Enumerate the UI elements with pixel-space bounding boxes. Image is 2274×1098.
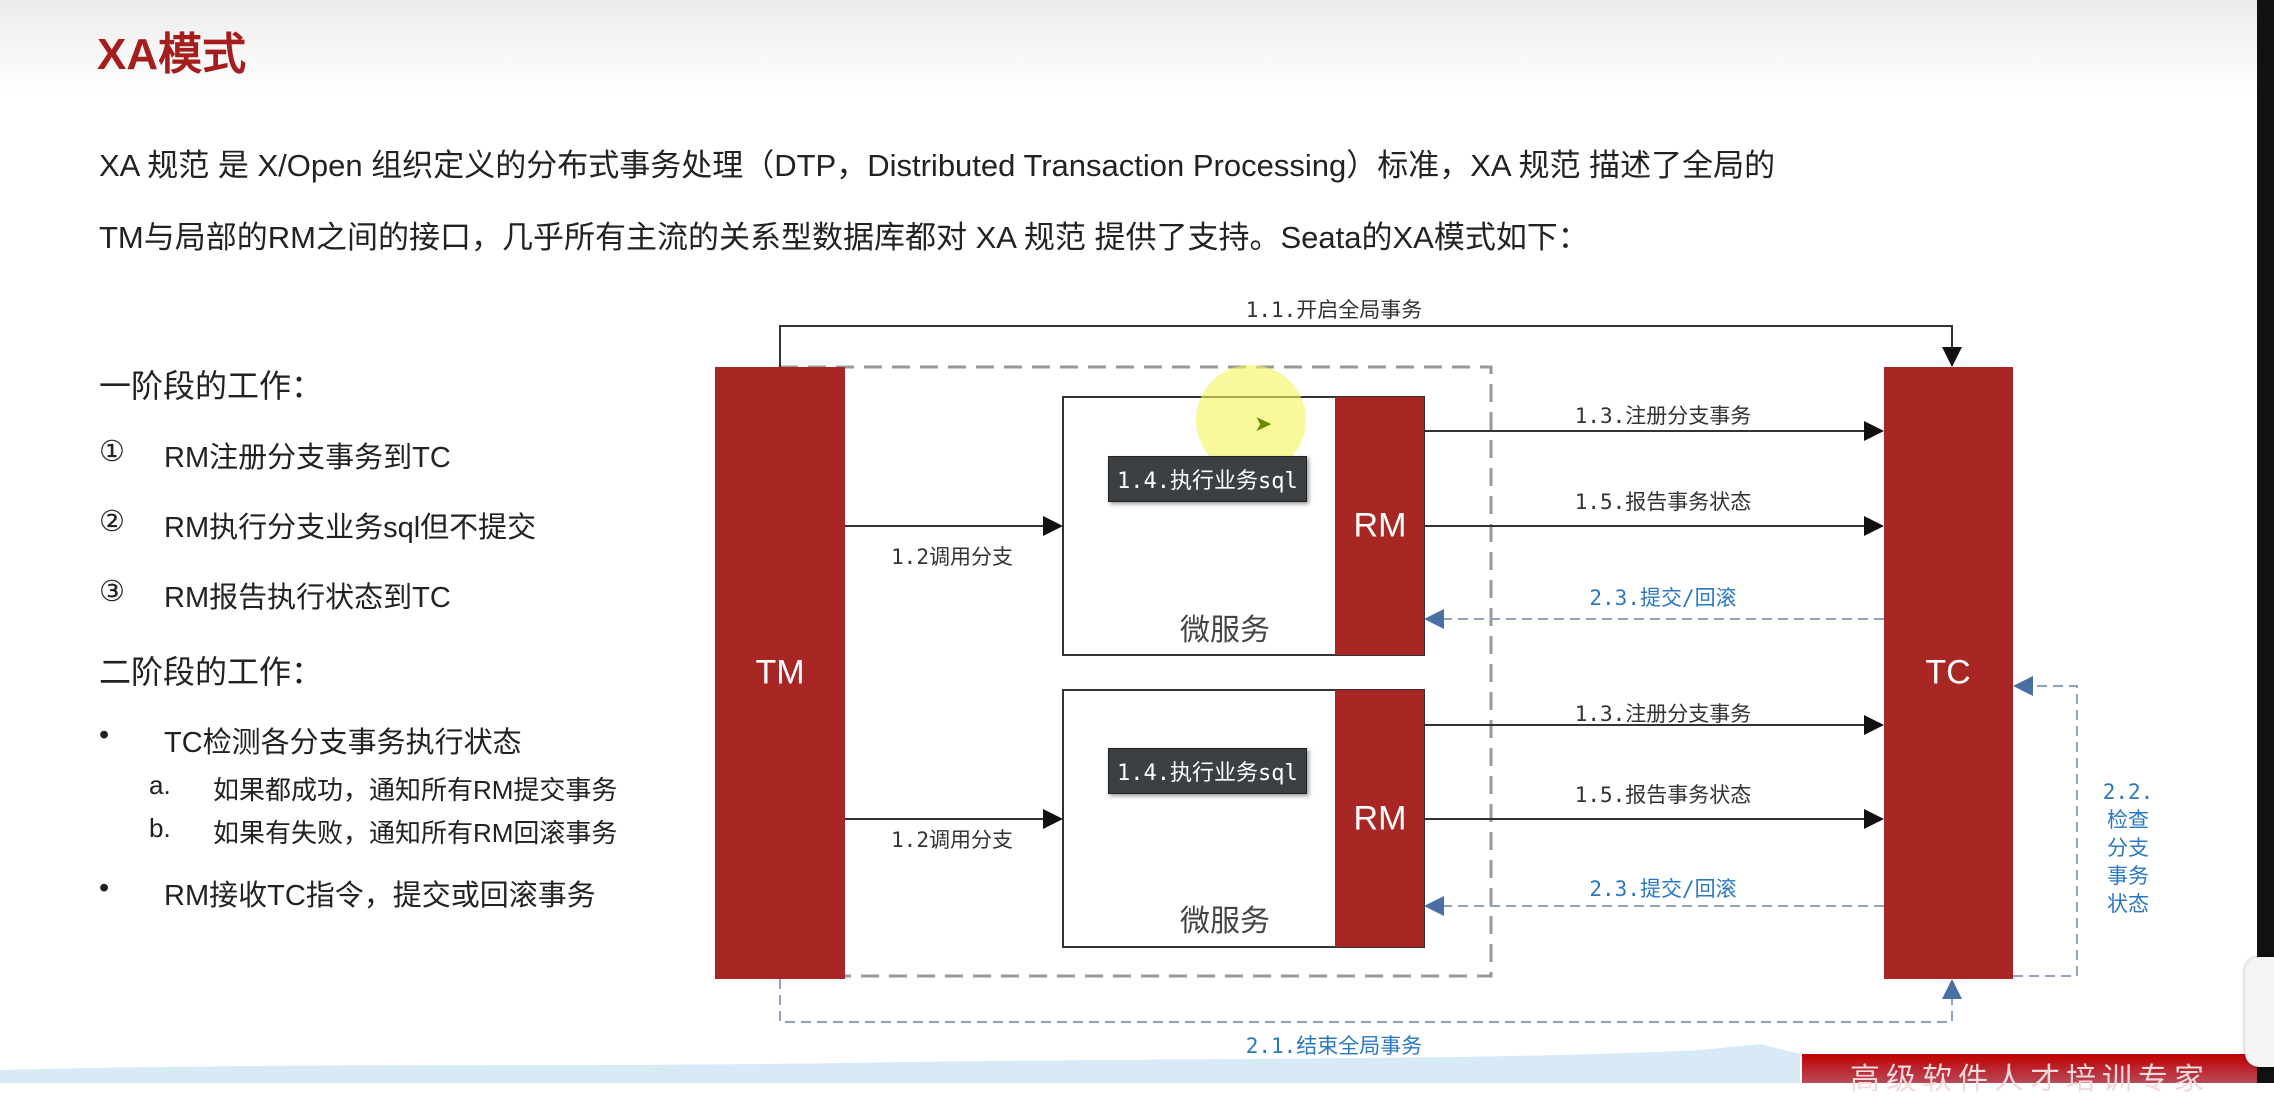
check-status-line: 状态	[2107, 892, 2149, 916]
check-status-label: 2.2. 检查 分支 事务 状态	[2098, 778, 2158, 918]
register-label-1: 1.3.注册分支事务	[1574, 404, 1752, 428]
check-status-line: 事务	[2107, 864, 2149, 888]
rm-label-1: RM	[1353, 506, 1407, 545]
tm-box	[715, 367, 845, 979]
footer-banner	[1802, 1054, 2257, 1083]
intro-line-1: XA 规范 是 X/Open 组织定义的分布式事务处理（DTP，Distribu…	[99, 148, 1776, 183]
check-status-line: 2.2.	[2102, 780, 2154, 804]
side-overlay-button[interactable]	[2245, 957, 2274, 1067]
report-label-1: 1.5.报告事务状态	[1574, 490, 1752, 514]
check-status-line: 分支	[2107, 836, 2149, 860]
tc-box	[1884, 367, 2013, 979]
footer-banner-text: 高级软件人才培训专家	[1850, 1062, 2210, 1097]
commit-label-2: 2.3.提交/回滚	[1589, 877, 1737, 901]
phase1-item-marker: ③	[99, 576, 125, 608]
check-status-line: 检查	[2107, 808, 2149, 832]
end-global-label: 2.1.结束全局事务	[1245, 1034, 1423, 1058]
sub-marker: b.	[149, 813, 171, 843]
call-branch-label-2: 1.2调用分支	[891, 828, 1013, 852]
rm-box-2	[1335, 690, 1424, 947]
mouse-pointer-icon: ➤	[1254, 412, 1273, 437]
commit-label-1: 2.3.提交/回滚	[1589, 586, 1737, 610]
call-branch-label-1: 1.2调用分支	[891, 545, 1013, 569]
phase2-sub-item: 如果有失败，通知所有RM回滚事务	[213, 818, 618, 848]
window-edge	[2257, 0, 2274, 1083]
phase2-bullet: RM接收TC指令，提交或回滚事务	[164, 880, 596, 912]
end-global-arrow	[779, 979, 1962, 1023]
exec-sql-tag-1: 1.4.执行业务sql	[1108, 456, 1307, 502]
slide-header-background	[0, 0, 2257, 95]
footer-wave	[0, 1044, 1800, 1083]
begin-global-arrow	[779, 325, 1962, 367]
phase2-bullet: TC检测各分支事务执行状态	[164, 727, 522, 759]
tm-label: TM	[755, 653, 805, 692]
rm-label-2: RM	[1353, 799, 1407, 838]
microservice-label-2: 微服务	[1180, 904, 1270, 939]
report-label-2: 1.5.报告事务状态	[1574, 783, 1752, 807]
begin-global-label: 1.1.开启全局事务	[1245, 298, 1423, 322]
phase1-item: RM执行分支业务sql但不提交	[164, 512, 537, 544]
register-label-2: 1.3.注册分支事务	[1574, 702, 1752, 726]
tc-label: TC	[1925, 653, 1971, 692]
phase1-item: RM注册分支事务到TC	[164, 442, 451, 474]
phase1-item: RM报告执行状态到TC	[164, 582, 451, 614]
sub-marker: a.	[149, 770, 171, 800]
bullet-marker: •	[99, 719, 110, 751]
phase1-item-marker: ②	[99, 506, 125, 538]
intro-line-2: TM与局部的RM之间的接口，几乎所有主流的关系型数据库都对 XA 规范 提供了支…	[99, 220, 1589, 255]
phase2-sub-item: 如果都成功，通知所有RM提交事务	[213, 775, 618, 805]
rm-box-1	[1335, 397, 1424, 655]
phase1-heading: 一阶段的工作：	[99, 368, 324, 404]
check-status-loop-arrow	[2013, 676, 2078, 977]
phase1-item-marker: ①	[99, 436, 125, 468]
phase2-heading: 二阶段的工作：	[99, 654, 324, 690]
bullet-marker: •	[99, 872, 110, 904]
microservice-label-1: 微服务	[1180, 613, 1270, 648]
slide-title: XA模式	[97, 30, 247, 79]
exec-sql-tag-2: 1.4.执行业务sql	[1108, 748, 1307, 794]
